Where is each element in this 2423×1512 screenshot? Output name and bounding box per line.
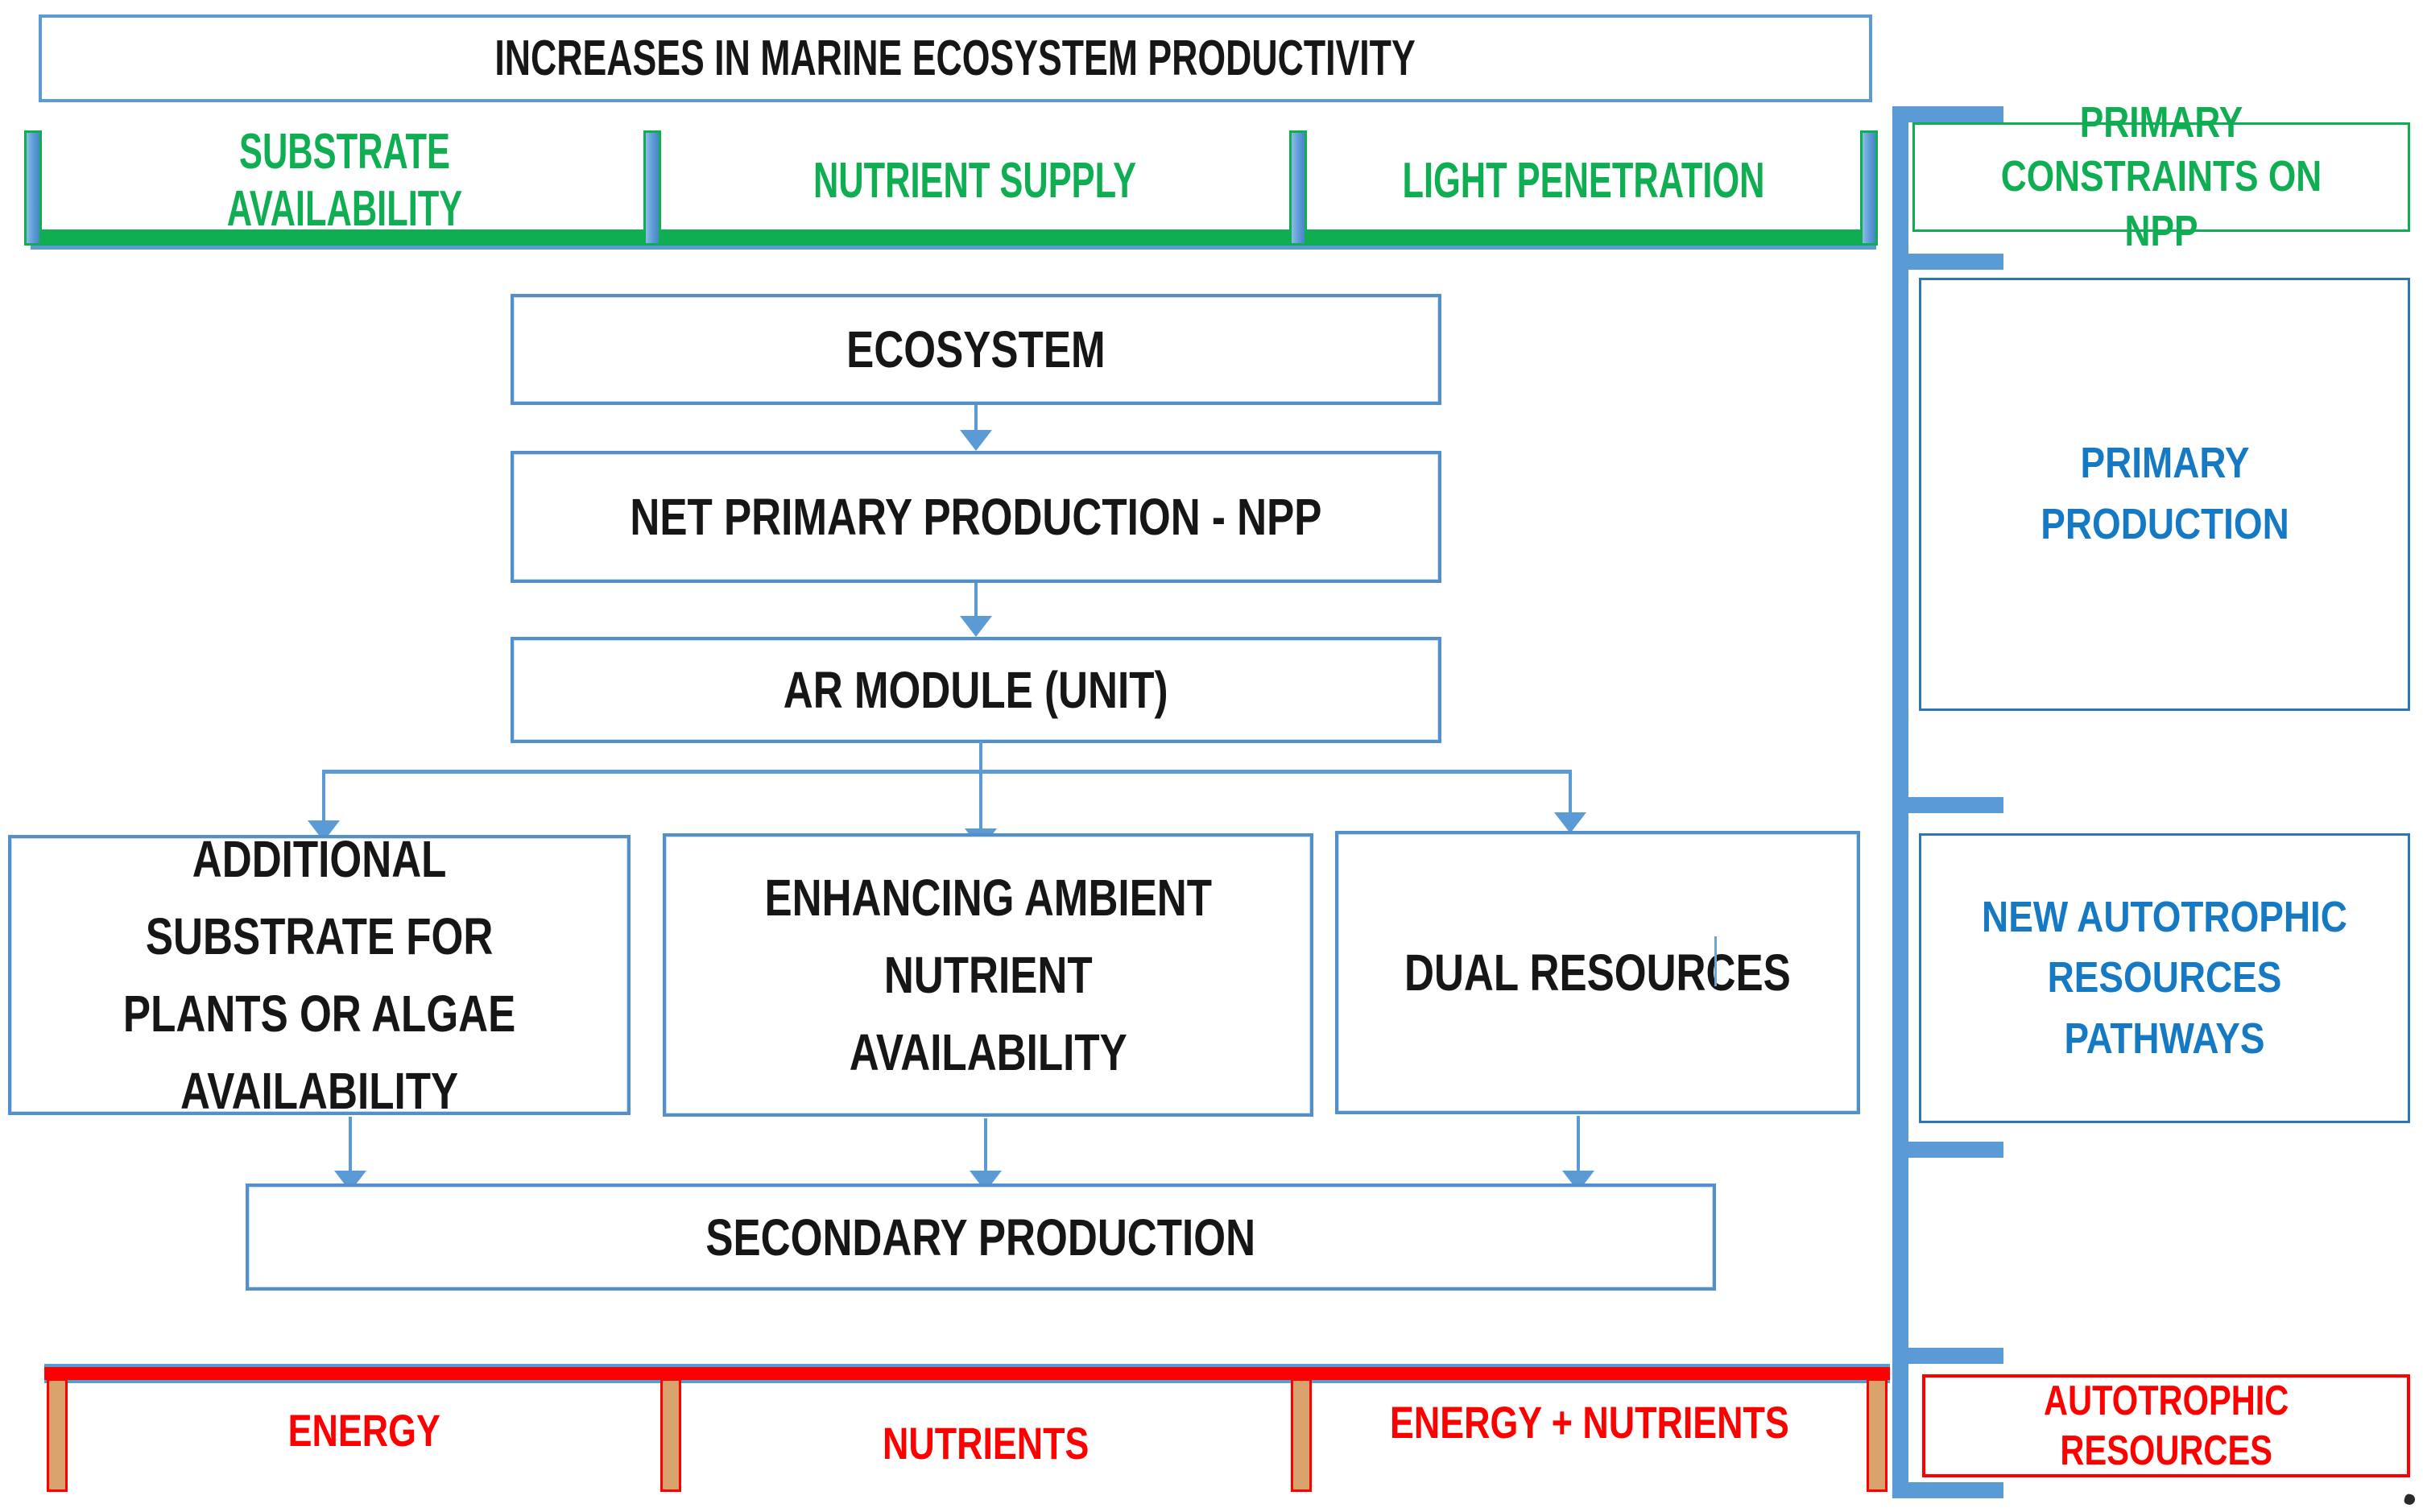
constraint-divider-1: [24, 130, 42, 246]
net-primary-production-box: NET PRIMARY PRODUCTION - NPP: [511, 451, 1441, 583]
constraint-divider-4: [1860, 130, 1878, 246]
arrow-npp-to-ar-stem: [974, 583, 978, 617]
branch-drop-middle-stem: [979, 774, 982, 830]
resource-label-nutrients: NUTRIENTS: [883, 1417, 1090, 1469]
constraint-divider-3: [1289, 130, 1307, 246]
drop-middle-to-secondary-stem: [984, 1118, 987, 1172]
ar-module-box: AR MODULE (UNIT): [511, 637, 1441, 743]
resource-label-energy-nutrients: ENERGY + NUTRIENTS: [1389, 1396, 1789, 1448]
dual-resources-box: DUAL RESOURCES: [1335, 831, 1860, 1114]
secondary-production-box: SECONDARY PRODUCTION: [246, 1184, 1716, 1291]
resource-row-blue-line-top: [44, 1364, 1890, 1367]
bracket-tick-2: [1892, 254, 2003, 270]
autotrophic-resources-box: AUTOTROPHIC RESOURCES: [1922, 1374, 2410, 1477]
additional-substrate-box: ADDITIONAL SUBSTRATE FOR PLANTS OR ALGAE…: [8, 830, 631, 1120]
constraint-row-blue-underline: [31, 244, 1876, 250]
branch-drop-right-head: [1554, 812, 1586, 833]
constraint-label-substrate: SUBSTRATE AVAILABILITY: [226, 124, 463, 237]
branch-horizontal-line: [322, 770, 1572, 774]
constraint-label-nutrient: NUTRIENT SUPPLY: [813, 152, 1137, 209]
bracket-tick-6: [1892, 1482, 2003, 1498]
drop-left-to-secondary-stem: [349, 1117, 352, 1172]
primary-constraints-box: PRIMARY CONSTRAINTS ON NPP: [1912, 98, 2410, 255]
resource-divider-2: [660, 1378, 681, 1492]
ecosystem-box: ECOSYSTEM: [511, 294, 1441, 405]
title-box: INCREASES IN MARINE ECOSYSTEM PRODUCTIVI…: [39, 14, 1872, 102]
diagram-title: INCREASES IN MARINE ECOSYSTEM PRODUCTIVI…: [494, 31, 1416, 86]
primary-production-box: PRIMARY PRODUCTION: [1919, 278, 2410, 711]
branch-drop-left-stem: [322, 774, 325, 822]
bottom-right-speck-artifact: [2403, 1493, 2417, 1506]
constraint-label-light: LIGHT PENETRATION: [1402, 152, 1765, 209]
bracket-tick-5: [1892, 1348, 2003, 1364]
resource-divider-4: [1867, 1378, 1888, 1492]
drop-right-to-secondary-stem: [1577, 1116, 1580, 1172]
new-autotrophic-pathways-box: NEW AUTOTROPHIC RESOURCES PATHWAYS: [1919, 833, 2410, 1123]
arrow-ecosystem-to-npp-stem: [974, 405, 978, 432]
branch-drop-right-stem: [1569, 774, 1572, 814]
arrow-ecosystem-to-npp-head: [960, 430, 992, 451]
branch-stem: [979, 742, 982, 771]
resource-divider-3: [1291, 1378, 1312, 1492]
resource-row-red-bar: [44, 1367, 1890, 1380]
bracket-tick-3: [1892, 797, 2003, 813]
enhancing-nutrient-box: ENHANCING AMBIENT NUTRIENT AVAILABILITY: [663, 833, 1313, 1117]
arrow-npp-to-ar-head: [960, 616, 992, 637]
constraint-divider-2: [643, 130, 661, 246]
resource-row-blue-line-bottom: [44, 1380, 1890, 1383]
bracket-tick-1: [1892, 106, 2003, 122]
text-cursor-artifact: [1714, 936, 1717, 986]
resource-label-energy: ENERGY: [287, 1404, 440, 1456]
resource-divider-1: [47, 1378, 68, 1492]
constraint-row-green-bar: [31, 229, 1870, 246]
bracket-tick-4: [1892, 1142, 2003, 1158]
